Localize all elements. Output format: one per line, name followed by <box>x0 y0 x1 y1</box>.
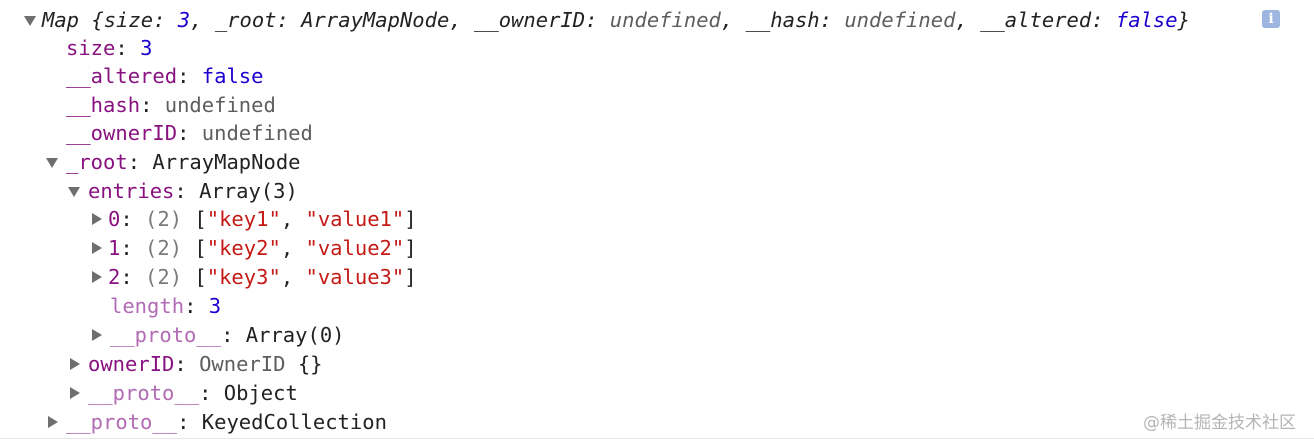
expand-triangle-icon[interactable] <box>68 187 80 197</box>
collapse-triangle-icon[interactable] <box>92 213 102 225</box>
collapse-triangle-icon[interactable] <box>70 387 80 399</box>
collapse-triangle-icon[interactable] <box>92 271 102 283</box>
map-summary: Map {size: 3, _root: ArrayMapNode, __own… <box>42 8 1190 32</box>
info-icon[interactable]: i <box>1262 10 1280 28</box>
expand-triangle-icon[interactable] <box>24 16 36 26</box>
watermark: @稀土掘金技术社区 <box>1143 413 1296 433</box>
collapse-triangle-icon[interactable] <box>92 329 102 341</box>
divider <box>0 438 1314 439</box>
collapse-triangle-icon[interactable] <box>92 242 102 254</box>
collapse-triangle-icon[interactable] <box>70 358 80 370</box>
expand-triangle-icon[interactable] <box>46 158 58 168</box>
collapse-triangle-icon[interactable] <box>48 416 58 428</box>
